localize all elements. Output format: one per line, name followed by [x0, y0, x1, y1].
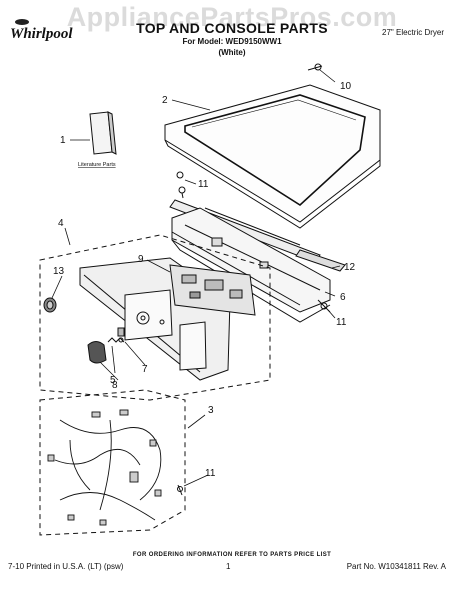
- callout-1: 1: [60, 135, 66, 146]
- control-board: [169, 264, 256, 316]
- watermark: AppliancePartsPros.com: [66, 2, 398, 32]
- product-type: 27" Electric Dryer: [382, 28, 444, 37]
- page-title: TOP AND CONSOLE PARTS: [136, 20, 328, 36]
- callout-7: 7: [142, 364, 148, 375]
- callout-12: 12: [344, 262, 356, 273]
- callout-4: 4: [58, 218, 64, 229]
- push-button-8: [87, 341, 107, 364]
- callout-11-upper: 11: [198, 179, 209, 190]
- callout-3: 3: [208, 405, 214, 416]
- callout-11-lower: 11: [205, 468, 216, 479]
- spring-part-5: [107, 337, 125, 343]
- wire-harness: [47, 409, 162, 526]
- part-number: Part No. W10341811 Rev. A: [346, 562, 446, 571]
- screw-part-11-upper: [176, 171, 186, 199]
- callout-13: 13: [53, 266, 65, 277]
- wire-harness-outline: [39, 389, 186, 536]
- literature-parts-booklet: [89, 111, 117, 155]
- color-line: (White): [218, 48, 246, 57]
- screw-part-11-lower: [177, 484, 183, 496]
- leader-lines: [51, 69, 341, 487]
- callout-9: 9: [138, 254, 144, 265]
- screw-part-10: [307, 63, 323, 71]
- console-strip-12: [295, 249, 346, 272]
- svg-text:Whirlpool: Whirlpool: [10, 26, 73, 42]
- page-number: 1: [226, 562, 231, 571]
- callout-2: 2: [162, 95, 168, 106]
- model-line: For Model: WED9150WW1: [182, 37, 282, 46]
- callout-6: 6: [340, 292, 346, 303]
- callout-5: 5: [110, 375, 116, 386]
- whirlpool-logo: Whirlpool: [10, 19, 73, 42]
- ordering-note: FOR ORDERING INFORMATION REFER TO PARTS …: [132, 552, 332, 558]
- callout-8: 8: [112, 380, 118, 391]
- callout-10: 10: [340, 81, 352, 92]
- literature-parts-label: Literature Parts: [78, 162, 116, 168]
- callout-11-right: 11: [336, 317, 347, 328]
- cycle-knob: [43, 297, 57, 313]
- print-info: 7-10 Printed in U.S.A. (LT) (psw): [8, 562, 124, 571]
- clip-part-7: [117, 327, 125, 343]
- top-panel: [164, 84, 381, 229]
